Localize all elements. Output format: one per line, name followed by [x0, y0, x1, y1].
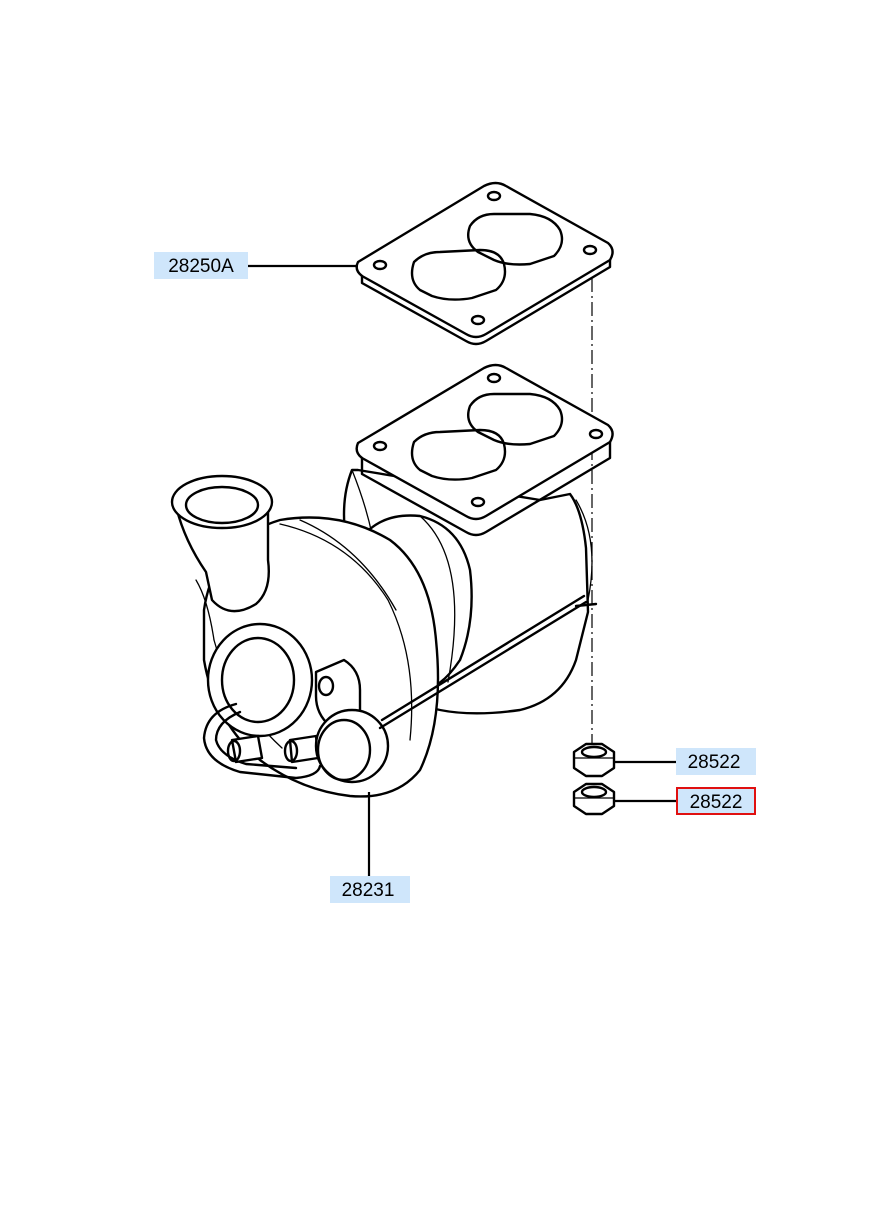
nut-lower-part[interactable]	[572, 782, 616, 816]
callout-28250A[interactable]: 28250A	[154, 252, 248, 279]
callout-label: 28522	[690, 792, 743, 813]
callout-28522-lower-highlighted[interactable]: 28522	[676, 787, 756, 815]
nut-upper-part[interactable]	[572, 742, 616, 778]
callout-label: 28250A	[168, 256, 234, 277]
callout-28231[interactable]: 28231	[330, 876, 410, 903]
gasket-part[interactable]	[355, 181, 614, 346]
callout-28522-upper[interactable]: 28522	[676, 748, 756, 775]
turbocharger-part[interactable]	[170, 363, 614, 798]
callout-label: 28522	[688, 752, 741, 773]
callout-label: 28231	[342, 880, 395, 901]
